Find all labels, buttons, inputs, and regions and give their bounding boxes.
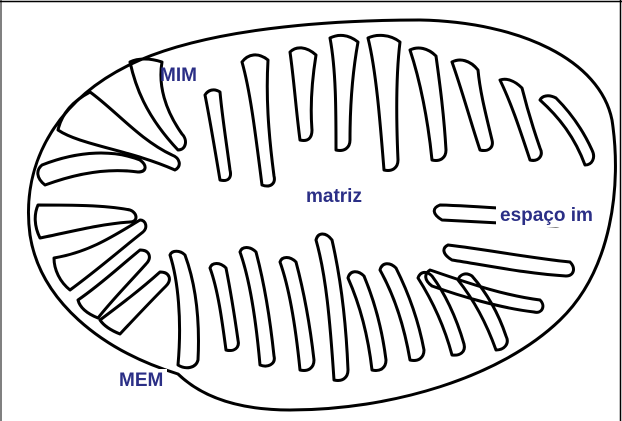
label-espaco-im: espaço im — [496, 204, 597, 227]
label-mim: MIM — [160, 66, 197, 85]
label-matriz: matriz — [302, 185, 366, 208]
label-mem: MEM — [115, 369, 167, 392]
